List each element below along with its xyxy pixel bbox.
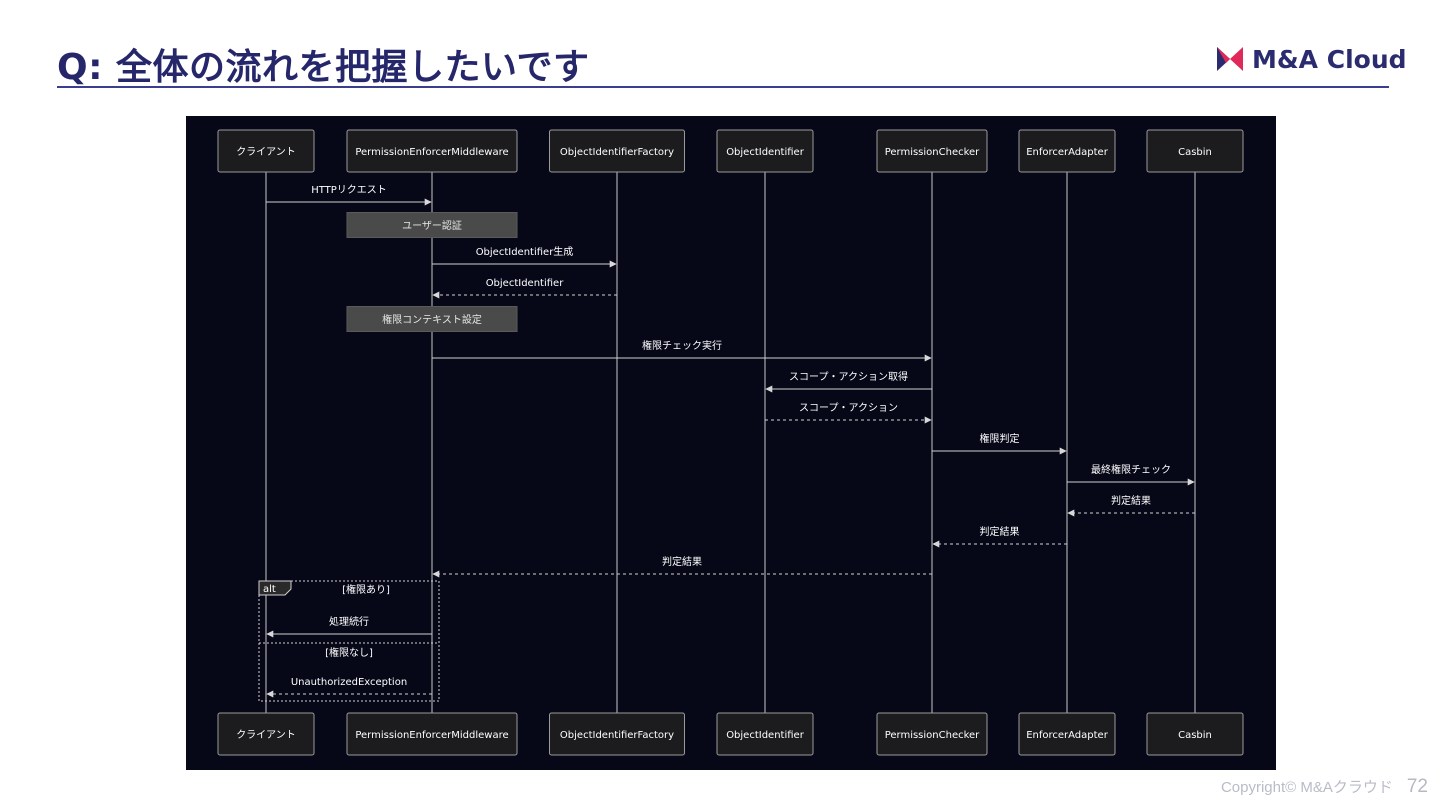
- participant-box-frame: [217, 712, 315, 756]
- participant-box-frame: [549, 712, 685, 756]
- participant-box-frame: [346, 129, 518, 173]
- participant-box-frame: [346, 712, 518, 756]
- copyright-text: Copyright© M&Aクラウド: [1220, 779, 1393, 796]
- message-label: 判定結果: [980, 525, 1020, 538]
- participant-box-frame: [1146, 129, 1244, 173]
- footer: Copyright© M&Aクラウド 72: [1221, 776, 1428, 798]
- participant-box-bottom: EnforcerAdapter: [1018, 712, 1116, 756]
- participant-box-top: クライアント: [217, 129, 315, 173]
- participant-box-top: ObjectIdentifier: [716, 129, 814, 173]
- participant-label: Casbin: [1178, 147, 1212, 158]
- participant-box-frame: [716, 712, 814, 756]
- participant-label: クライアント: [236, 729, 296, 741]
- message-label: ObjectIdentifier生成: [476, 245, 574, 258]
- participant-box-bottom: PermissionEnforcerMiddleware: [346, 712, 518, 756]
- participant-box-top: Casbin: [1146, 129, 1244, 173]
- note-box: [346, 306, 518, 332]
- participant-label: PermissionEnforcerMiddleware: [355, 147, 508, 158]
- participant-box-top: PermissionChecker: [876, 129, 988, 173]
- participant-box-frame: [549, 129, 685, 173]
- participant-label: ObjectIdentifierFactory: [560, 147, 674, 158]
- title-underline: [57, 86, 1389, 88]
- message-label: ObjectIdentifier: [486, 278, 565, 289]
- sequence-diagram: クライアントクライアント PermissionEnforcerMiddleware…: [186, 116, 1276, 770]
- message-label: スコープ・アクション取得: [789, 371, 908, 383]
- message-label: 判定結果: [1111, 494, 1151, 507]
- participant-label: ObjectIdentifier: [726, 730, 805, 741]
- participant-box-frame: [716, 129, 814, 173]
- participant-box-top: PermissionEnforcerMiddleware: [346, 129, 518, 173]
- note-label: ユーザー認証: [402, 219, 462, 232]
- slide-title: Q: 全体の流れを把握したいです: [57, 47, 590, 88]
- message-label: 判定結果: [662, 555, 702, 568]
- logo-mark-icon: [1217, 47, 1243, 71]
- message-label: スコープ・アクション: [799, 402, 898, 414]
- alt-fragment-frame: [258, 580, 440, 702]
- participant-box-bottom: クライアント: [217, 712, 315, 756]
- participant-label: PermissionChecker: [885, 730, 980, 741]
- participant-label: Casbin: [1178, 730, 1212, 741]
- participant-box-frame: [876, 129, 988, 173]
- participant-label: ObjectIdentifierFactory: [560, 730, 674, 741]
- message-label: UnauthorizedException: [291, 677, 407, 688]
- participant-box-frame: [1018, 129, 1116, 173]
- participant-box-bottom: ObjectIdentifierFactory: [549, 712, 685, 756]
- participant-box-frame: [1146, 712, 1244, 756]
- participant-label: PermissionChecker: [885, 147, 980, 158]
- participant-label: クライアント: [236, 146, 296, 158]
- alt-fragment-tab: [258, 580, 292, 596]
- logo-text: M&A Cloud: [1252, 44, 1407, 74]
- participant-box-top: EnforcerAdapter: [1018, 129, 1116, 173]
- note-label: 権限コンテキスト設定: [382, 313, 482, 326]
- participant-box-bottom: Casbin: [1146, 712, 1244, 756]
- participant-box-bottom: PermissionChecker: [876, 712, 988, 756]
- participant-box-frame: [1018, 712, 1116, 756]
- participant-box-frame: [217, 129, 315, 173]
- message-label: 権限判定: [980, 432, 1020, 445]
- participant-box-bottom: ObjectIdentifier: [716, 712, 814, 756]
- message-label: 権限チェック実行: [642, 339, 722, 352]
- alt-keyword: alt: [263, 584, 276, 595]
- note-box: [346, 212, 518, 238]
- message-label: HTTPリクエスト: [311, 184, 387, 196]
- message-label: 処理続行: [329, 615, 369, 628]
- alt-condition: [権限なし]: [325, 646, 373, 659]
- participant-box-frame: [876, 712, 988, 756]
- participant-label: EnforcerAdapter: [1026, 147, 1109, 158]
- alt-condition: [権限あり]: [342, 583, 390, 596]
- participant-box-top: ObjectIdentifierFactory: [549, 129, 685, 173]
- participant-label: ObjectIdentifier: [726, 147, 805, 158]
- brand-logo: M&A Cloud: [1216, 44, 1407, 74]
- participant-label: EnforcerAdapter: [1026, 730, 1109, 741]
- participant-label: PermissionEnforcerMiddleware: [355, 730, 508, 741]
- page-number: 72: [1406, 776, 1428, 797]
- message-label: 最終権限チェック: [1091, 463, 1171, 476]
